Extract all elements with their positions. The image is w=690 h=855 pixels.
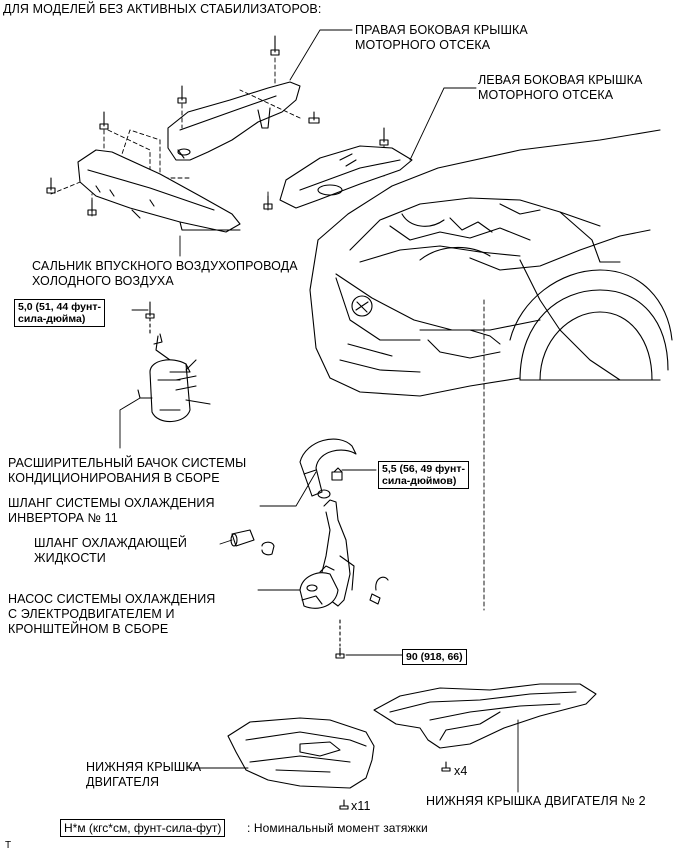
label-reservoir: РАСШИРИТЕЛЬНЫЙ БАЧОК СИСТЕМЫ КОНДИЦИОНИР… xyxy=(8,456,246,486)
label-line: НИЖНЯЯ КРЫШКА xyxy=(86,760,202,774)
left-side-cover-drawing xyxy=(279,145,413,209)
label-pump: НАСОС СИСТЕМЫ ОХЛАЖДЕНИЯ С ЭЛЕКТРОДВИГАТ… xyxy=(8,592,215,637)
label-line: МОТОРНОГО ОТСЕКА xyxy=(478,88,614,102)
label-line: МОТОРНОГО ОТСЕКА xyxy=(355,38,491,52)
label-left-cover: ЛЕВАЯ БОКОВАЯ КРЫШКА МОТОРНОГО ОТСЕКА xyxy=(478,73,642,103)
legend-description: : Номинальный момент затяжки xyxy=(247,821,428,835)
label-line: ИНВЕРТОРА № 11 xyxy=(8,511,118,525)
label-line: САЛЬНИК ВПУСКНОГО ВОЗДУХОПРОВОДА xyxy=(32,259,298,273)
torque-line: 5,5 (56, 49 фунт- xyxy=(382,463,465,475)
label-line: КОНДИЦИОНИРОВАНИЯ В СБОРЕ xyxy=(8,471,220,485)
label-line: РАСШИРИТЕЛЬНЫЙ БАЧОК СИСТЕМЫ xyxy=(8,456,247,470)
inverter-hose-drawing xyxy=(299,438,357,499)
pump-bracket-drawing xyxy=(299,499,389,659)
label-line: ЖИДКОСТИ xyxy=(34,551,106,565)
count-cover-fasteners: x11 xyxy=(351,799,371,813)
torque-box-bracket-nut: 5,5 (56, 49 фунт- сила-дюймов) xyxy=(378,461,469,489)
label-lower-cover-2: НИЖНЯЯ КРЫШКА ДВИГАТЕЛЯ № 2 xyxy=(426,794,646,808)
label-line: ЛЕВАЯ БОКОВАЯ КРЫШКА xyxy=(478,73,643,87)
corner-mark: T xyxy=(5,840,12,851)
label-line: ШЛАНГ ОХЛАЖДАЮЩЕЙ xyxy=(34,536,188,550)
torque-box-pump-bolt: 90 (918, 66) xyxy=(402,649,467,665)
torque-line: 5,0 (51, 44 фунт- xyxy=(18,301,101,313)
torque-box-reservoir: 5,0 (51, 44 фунт- сила-дюйма) xyxy=(14,299,105,327)
count-cover2-fasteners: x4 xyxy=(454,764,468,778)
air-duct-seal-drawing xyxy=(77,149,241,233)
coolant-hose-drawing xyxy=(230,529,275,556)
leader-lines xyxy=(119,29,519,793)
label-right-cover: ПРАВАЯ БОКОВАЯ КРЫШКА МОТОРНОГО ОТСЕКА xyxy=(355,23,528,53)
label-line: ХОЛОДНОГО ВОЗДУХА xyxy=(32,274,174,288)
label-line: КРОНШТЕЙНОМ В СБОРЕ xyxy=(8,622,169,636)
car-front-drawing xyxy=(309,129,673,397)
label-line: ДВИГАТЕЛЯ xyxy=(86,775,160,789)
label-line: ШЛАНГ СИСТЕМЫ ОХЛАЖДЕНИЯ xyxy=(8,496,215,510)
legend-unit-box: Н*м (кгс*см, фунт-сила-фут) xyxy=(60,819,226,837)
label-line: ПРАВАЯ БОКОВАЯ КРЫШКА xyxy=(355,23,528,37)
bracket-nut xyxy=(331,467,343,481)
header-title: ДЛЯ МОДЕЛЕЙ БЕЗ АКТИВНЫХ СТАБИЛИЗАТОРОВ: xyxy=(3,2,322,16)
torque-line: сила-дюймов) xyxy=(382,475,457,487)
label-line: С ЭЛЕКТРОДВИГАТЕЛЕМ И xyxy=(8,607,175,621)
label-line: НАСОС СИСТЕМЫ ОХЛАЖДЕНИЯ xyxy=(8,592,216,606)
label-inverter-hose: ШЛАНГ СИСТЕМЫ ОХЛАЖДЕНИЯ ИНВЕРТОРА № 11 xyxy=(8,496,215,526)
label-lower-cover: НИЖНЯЯ КРЫШКА ДВИГАТЕЛЯ xyxy=(86,760,201,790)
under-cover-2-drawing xyxy=(373,683,597,772)
right-side-cover-drawing xyxy=(167,81,301,161)
torque-line: сила-дюйма) xyxy=(18,313,86,325)
under-cover-drawing xyxy=(227,717,375,810)
reservoir-drawing xyxy=(137,301,211,423)
label-air-duct-seal: САЛЬНИК ВПУСКНОГО ВОЗДУХОПРОВОДА ХОЛОДНО… xyxy=(32,259,298,289)
label-coolant-hose: ШЛАНГ ОХЛАЖДАЮЩЕЙ ЖИДКОСТИ xyxy=(34,536,187,566)
